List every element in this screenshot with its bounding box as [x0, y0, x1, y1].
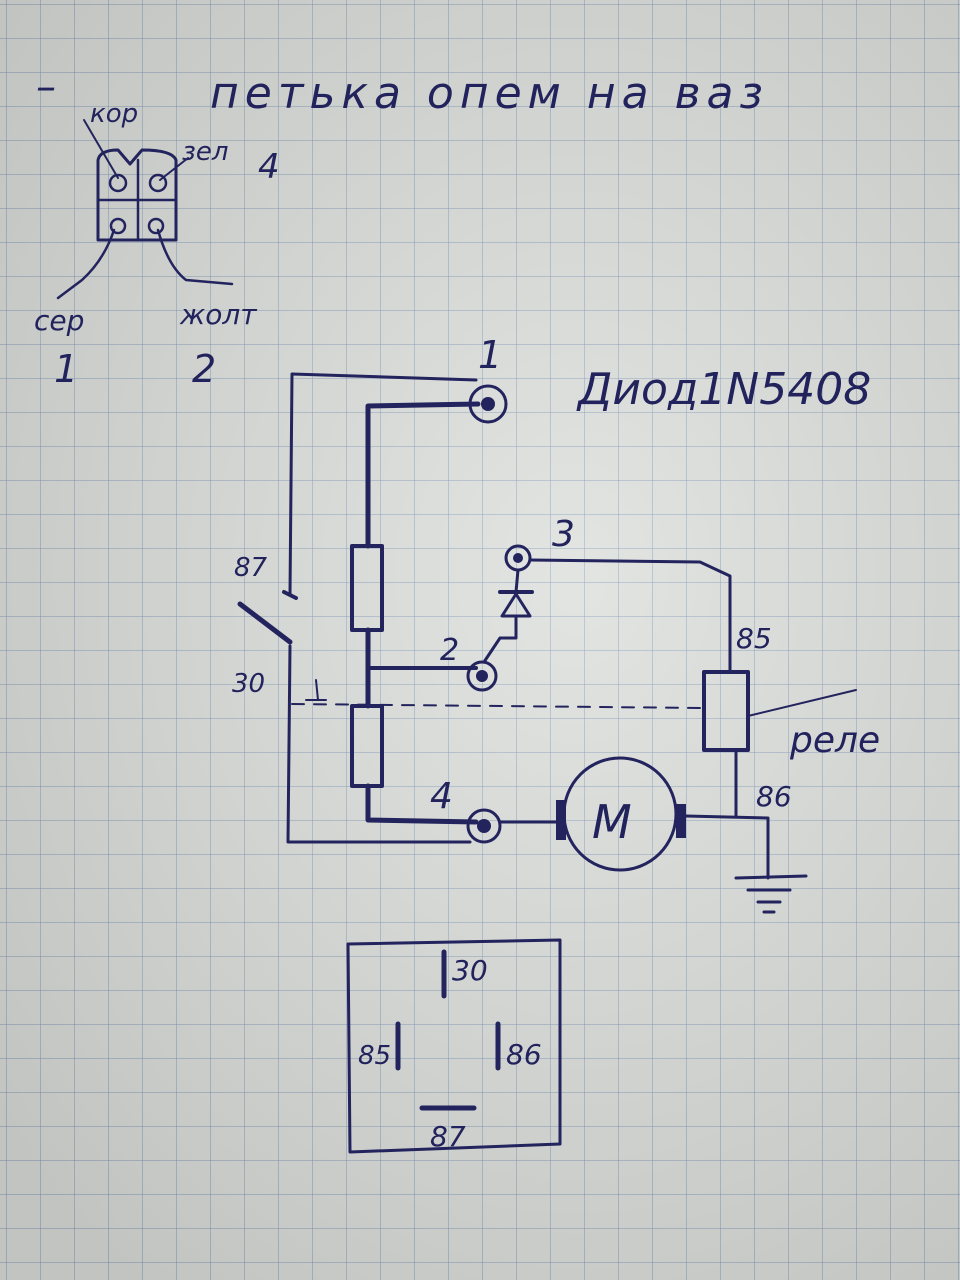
node-4-terminal: [466, 808, 502, 844]
motor-symbol: M: [592, 795, 632, 849]
node-2-dot: [476, 670, 488, 682]
ground-symbol: [734, 874, 808, 914]
node-2-label: 2: [440, 633, 459, 668]
switch-contact: [237, 601, 293, 645]
wire-resistor-node4: [365, 783, 479, 825]
node-3-dot: [513, 553, 523, 563]
pinout-label-85: 85: [358, 1041, 391, 1071]
diode-note: Диод1N5408: [576, 364, 871, 415]
link-marker: [305, 679, 327, 701]
pin-85-label: 85: [736, 622, 772, 655]
switch-pin-87: [282, 590, 298, 600]
wire-label-ser: сер: [34, 304, 84, 337]
relay-label: реле: [789, 720, 880, 761]
wire-label-ser-number: 1: [54, 347, 78, 391]
motor-brush-left: [556, 800, 566, 840]
pin-30-label: 30: [232, 669, 265, 699]
wire-label-zel: зел: [182, 137, 228, 167]
wire-label-zel-number: 4: [258, 147, 280, 187]
wire-label-zhelt-number: 2: [192, 347, 216, 391]
leader-zhelt: [156, 228, 234, 286]
pin-87-label: 87: [234, 553, 268, 583]
connector-pin-kor: [108, 173, 128, 193]
node-3-label: 3: [552, 514, 575, 555]
heading-text: петька опем на ваз: [210, 68, 769, 119]
relay-leader: [747, 689, 857, 717]
wire-node2-diode: [482, 614, 518, 664]
feed-wire: [286, 372, 478, 844]
motor-brush-right: [676, 804, 686, 838]
wire-diode-node3: [514, 568, 520, 594]
connector-divider: [96, 158, 178, 242]
node-3-terminal: [504, 544, 532, 572]
connector-pin-ser: [109, 217, 127, 235]
schematic: 87 30 1 2 3 85 реле 86: [232, 333, 880, 914]
leader-zel: [159, 157, 189, 181]
resistor-upper: [350, 544, 384, 632]
wire-node1-resistor: [365, 401, 481, 549]
minus-sign: –: [36, 64, 56, 110]
node-1-dot: [481, 397, 495, 411]
leader-kor: [83, 119, 119, 179]
wire-label-zhelt: жолт: [179, 298, 257, 331]
node-2-terminal: [466, 660, 498, 692]
relay-pinout: 30 85 86 87: [346, 938, 562, 1154]
wire-node3-relay: [528, 558, 732, 672]
connector-body: [96, 148, 178, 242]
relay-coil: [702, 670, 750, 752]
node-1-label: 1: [478, 333, 502, 377]
node-4-dot: [477, 819, 491, 833]
leader-ser: [56, 228, 116, 300]
relay-mechanical-link: [291, 703, 705, 709]
node-4-label: 4: [430, 776, 453, 817]
resistor-lower: [350, 704, 384, 788]
wire-label-kor: кор: [90, 99, 138, 129]
diode-body: [500, 592, 532, 618]
pinout-label-86: 86: [506, 1038, 542, 1071]
connector-sketch: – кор зел 4 сер 1 жолт 2: [34, 64, 280, 391]
pin-86-label: 86: [756, 780, 792, 813]
relay-pinout-box: [346, 938, 562, 1154]
connector-pin-zhelt: [147, 217, 165, 235]
pinout-label-30: 30: [452, 954, 488, 987]
pinout-label-87: 87: [430, 1120, 466, 1153]
wire-motor-ground: [684, 814, 770, 880]
connector-pin-zel: [148, 173, 168, 193]
